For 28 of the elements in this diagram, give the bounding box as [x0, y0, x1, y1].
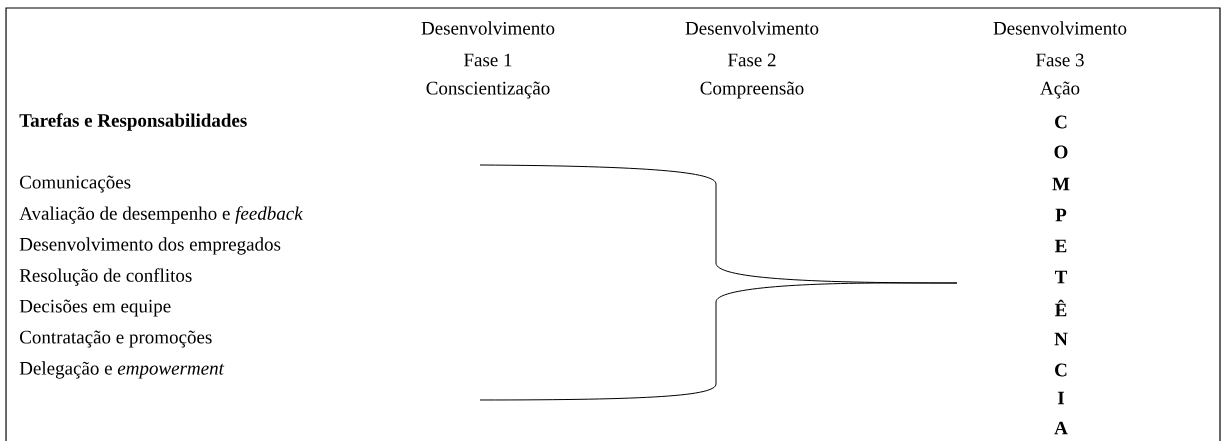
list-item: Decisões em equipe: [19, 299, 171, 317]
list-item: Comunicações: [20, 175, 131, 193]
vertical-letter: E: [1055, 239, 1067, 253]
section-heading: Tarefas e Responsabilidades: [19, 113, 247, 131]
list-item: Avaliação de desempenho e feedback: [19, 206, 303, 224]
column-header: Fase 2: [728, 53, 776, 67]
column-header: Fase 1: [464, 53, 512, 67]
vertical-letter: N: [1054, 332, 1068, 346]
column-header: Conscientização: [426, 81, 550, 99]
vertical-letter: A: [1054, 421, 1068, 435]
column-header: Compreensão: [700, 81, 804, 99]
list-item: Contratação e promoções: [20, 330, 212, 348]
vertical-letter: M: [1052, 177, 1070, 191]
column-header: Ação: [1040, 81, 1080, 99]
list-item: Resolução de conflitos: [19, 268, 192, 286]
vertical-letter: T: [1054, 270, 1068, 284]
vertical-letter: I: [1057, 391, 1065, 405]
vertical-letter: O: [1054, 145, 1068, 159]
list-item: Delegação e empowerment: [19, 361, 225, 379]
vertical-letter: C: [1055, 115, 1067, 129]
column-header: Desenvolvimento: [685, 21, 819, 35]
vertical-letter: P: [1055, 208, 1067, 222]
vertical-letter: C: [1055, 363, 1067, 377]
list-item: Desenvolvimento dos empregados: [19, 237, 281, 255]
column-header: Desenvolvimento: [993, 21, 1127, 35]
column-header: Desenvolvimento: [421, 21, 555, 35]
vertical-letter: Ê: [1055, 299, 1067, 317]
column-header: Fase 3: [1036, 53, 1084, 67]
